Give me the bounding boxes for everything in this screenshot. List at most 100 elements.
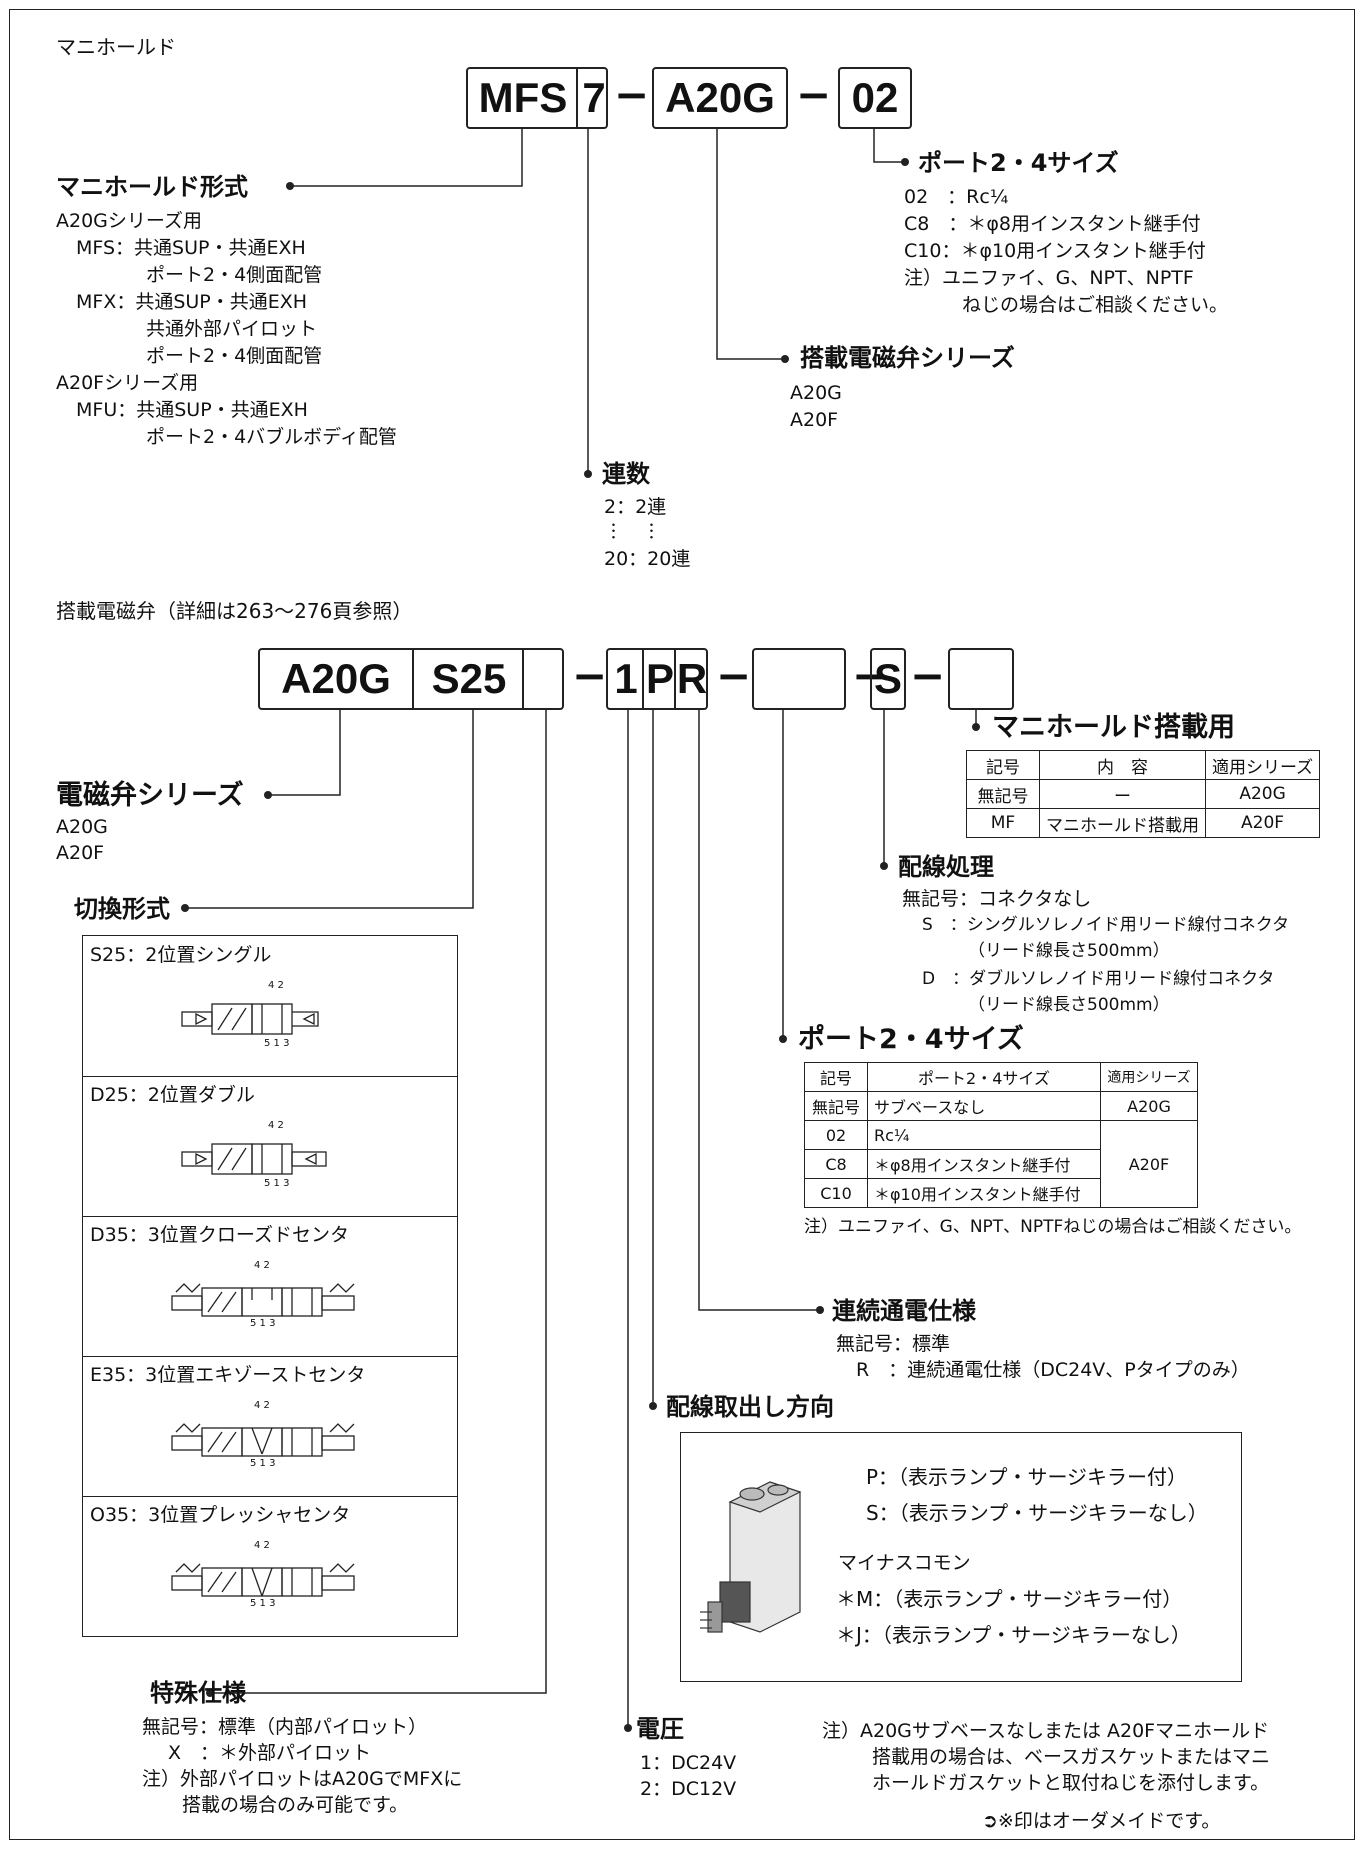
- wiring-title: 配線処理: [898, 853, 994, 881]
- switching-item-s25: S25：2位置シングル: [90, 944, 272, 966]
- lead-direction-title: 配線取出し方向: [666, 1393, 834, 1421]
- voltage-line: 2：DC12V: [640, 1778, 737, 1800]
- manifold-port-line: 02 ：Rc¼: [904, 186, 1009, 208]
- valve-series-line: A20G: [790, 382, 842, 404]
- page-frame: [9, 9, 1355, 1840]
- gasket-note-line: ホールドガスケットと取付ねじを添付します。: [872, 1772, 1270, 1794]
- manifold-port-line: C10：＊φ10用インスタント継手付: [904, 240, 1206, 262]
- special-line: 注）外部パイロットはA20GでMFXに: [142, 1768, 463, 1790]
- code-segment-series: MFS 7: [466, 67, 608, 129]
- lead-direction-line: ＊M：（表示ランプ・サージキラー付）: [836, 1587, 1183, 1611]
- manifold-form-line: MFU：共通SUP・共通EXH: [76, 399, 308, 421]
- code-segment-valve: A20G: [652, 67, 788, 129]
- switching-item-d35: D35：3位置クローズドセンタ: [90, 1224, 349, 1246]
- switching-title: 切換形式: [74, 895, 170, 923]
- special-line: X ：＊外部パイロット: [168, 1742, 372, 1764]
- code-dash: −: [716, 651, 752, 700]
- valve-series-title: 搭載電磁弁シリーズ: [800, 344, 1015, 372]
- manifold-heading: マニホールド: [56, 35, 176, 59]
- wiring-line: 無記号：コネクタなし: [902, 888, 1092, 910]
- port-number-bottom: 5 1 3: [250, 1458, 276, 1469]
- stations-line: ︙ ︙: [604, 521, 662, 543]
- code-box-wiring: S: [870, 648, 906, 710]
- code-segment-port: 02: [838, 67, 912, 129]
- port-number-bottom: 5 1 3: [250, 1598, 276, 1609]
- lead-direction-line: S：（表示ランプ・サージキラーなし）: [866, 1501, 1208, 1525]
- wiring-line: D ：ダブルソレノイド用リード線付コネクタ: [922, 969, 1275, 989]
- manifold-form-line: A20Gシリーズ用: [56, 210, 202, 232]
- code-segment-special: [522, 650, 564, 708]
- port-number-top: 4 2: [254, 1400, 270, 1411]
- code-dash: −: [910, 651, 946, 700]
- manifold-port-line: C8 ：＊φ8用インスタント継手付: [904, 213, 1201, 235]
- gasket-note-line: 注）A20Gサブベースなしまたは A20Fマニホールド: [822, 1720, 1270, 1742]
- manifold-form-line: ポート2・4側面配管: [146, 264, 323, 286]
- port-number-top: 4 2: [254, 1260, 270, 1271]
- voltage-title: 電圧: [636, 1715, 684, 1743]
- code-dash: −: [796, 70, 832, 119]
- manifold-form-line: ポート2・4バブルボディ配管: [146, 426, 397, 448]
- valve-symbol-o35: [171, 1563, 355, 1597]
- valve-heading: 搭載電磁弁（詳細は263〜276頁参照）: [56, 599, 413, 623]
- code-segment-stations: 7: [576, 69, 610, 127]
- port-number-bottom: 5 1 3: [250, 1318, 276, 1329]
- manifold-port-line: ねじの場合はご相談ください。: [962, 294, 1229, 316]
- valve-symbol-d25: [181, 1143, 327, 1175]
- manifold-mount-title: マニホールド搭載用: [992, 712, 1235, 743]
- manifold-form-line: MFS：共通SUP・共通EXH: [76, 237, 306, 259]
- switching-item-o35: O35：3位置プレッシャセンタ: [90, 1504, 351, 1526]
- code-segment-lead: P: [642, 650, 676, 708]
- special-title: 特殊仕様: [150, 1679, 246, 1707]
- manifold-port-title: ポート2・4サイズ: [918, 149, 1119, 177]
- table-row: C8＊φ8用インスタント継手付: [804, 1149, 1198, 1179]
- valve-symbol-s25: [181, 1003, 319, 1035]
- table-row: C10＊φ10用インスタント継手付: [804, 1178, 1198, 1208]
- continuous-line: 無記号：標準: [836, 1333, 951, 1355]
- port-number-bottom: 5 1 3: [264, 1038, 290, 1049]
- valve-series-line: A20F: [790, 409, 839, 431]
- order-note: ➲※印はオーダメイドです。: [982, 1810, 1221, 1832]
- lead-direction-box: [680, 1432, 1242, 1682]
- port-number-bottom: 5 1 3: [264, 1178, 290, 1189]
- gasket-note-line: 搭載用の場合は、ベースガスケットまたはマニ: [872, 1746, 1271, 1768]
- wiring-line: （リード線長さ500mm）: [968, 995, 1170, 1015]
- voltage-line: 1：DC24V: [640, 1752, 737, 1774]
- manifold-port-line: 注）ユニファイ、G、NPT、NPTF: [904, 267, 1194, 289]
- manifold-form-line: ポート2・4側面配管: [146, 345, 323, 367]
- code-box-series: A20G S25: [258, 648, 564, 710]
- code-dash: −: [614, 70, 650, 119]
- switching-item-e35: E35：3位置エキゾーストセンタ: [90, 1364, 366, 1386]
- manifold-form-line: A20Fシリーズ用: [56, 372, 199, 394]
- solenoid-series-title: 電磁弁シリーズ: [56, 780, 244, 811]
- special-line: 搭載の場合のみ可能です。: [182, 1794, 409, 1816]
- manifold-form-line: 共通外部パイロット: [146, 318, 318, 340]
- wiring-line: S ：シングルソレノイド用リード線付コネクタ: [922, 915, 1290, 935]
- code-segment-continuous: R: [674, 650, 708, 708]
- code-box-port: [752, 648, 846, 710]
- solenoid-series-line: A20F: [56, 842, 105, 864]
- valve-port-title: ポート2・4サイズ: [798, 1024, 1024, 1055]
- stations-line: 2：2連: [604, 496, 667, 518]
- switching-item-d25: D25：2位置ダブル: [90, 1084, 255, 1106]
- stations-line: 20：20連: [604, 548, 691, 570]
- valve-port-note: 注）ユニファイ、G、NPT、NPTFねじの場合はご相談ください。: [804, 1217, 1302, 1237]
- continuous-title: 連続通電仕様: [832, 1297, 976, 1325]
- lead-direction-line: ＊J：（表示ランプ・サージキラーなし）: [836, 1623, 1191, 1647]
- wiring-line: （リード線長さ500mm）: [968, 941, 1170, 961]
- manifold-form-title: マニホールド形式: [56, 173, 248, 201]
- code-dash: −: [852, 651, 888, 700]
- code-dash: −: [572, 651, 608, 700]
- valve-symbol-e35: [171, 1423, 355, 1457]
- lead-direction-line: P：（表示ランプ・サージキラー付）: [866, 1465, 1188, 1489]
- continuous-line: R ：連続通電仕様（DC24V、Pタイプのみ）: [856, 1359, 1250, 1381]
- code-box-manifold-mount: [948, 648, 1014, 710]
- stations-title: 連数: [602, 460, 650, 488]
- code-box-voltage: 1 P R: [606, 648, 708, 710]
